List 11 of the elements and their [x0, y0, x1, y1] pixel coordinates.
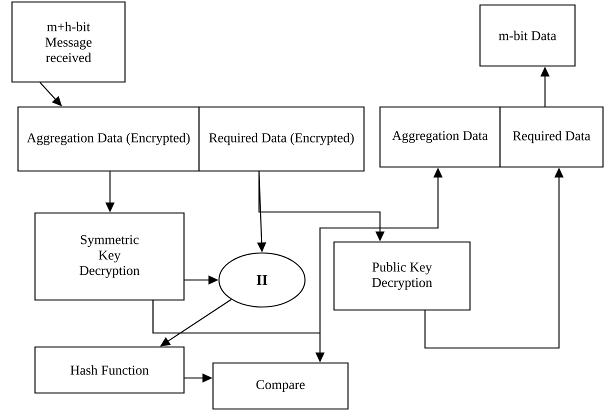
process-box: Compare — [212, 362, 349, 410]
data-field-box: Required Data (Encrypted) — [198, 106, 365, 172]
data-field-box: Required Data — [499, 106, 604, 168]
process-box: Public Key Decryption — [333, 241, 471, 311]
process-box: Symmetric Key Decryption — [34, 212, 185, 301]
data-field-box: Aggregation Data — [379, 106, 501, 168]
message-box: m+h-bit Message received — [11, 1, 126, 83]
data-field-box: Aggregation Data (Encrypted) — [17, 106, 200, 172]
process-box: Hash Function — [34, 346, 185, 394]
output-box: m-bit Data — [479, 4, 576, 67]
arrow — [40, 82, 62, 106]
